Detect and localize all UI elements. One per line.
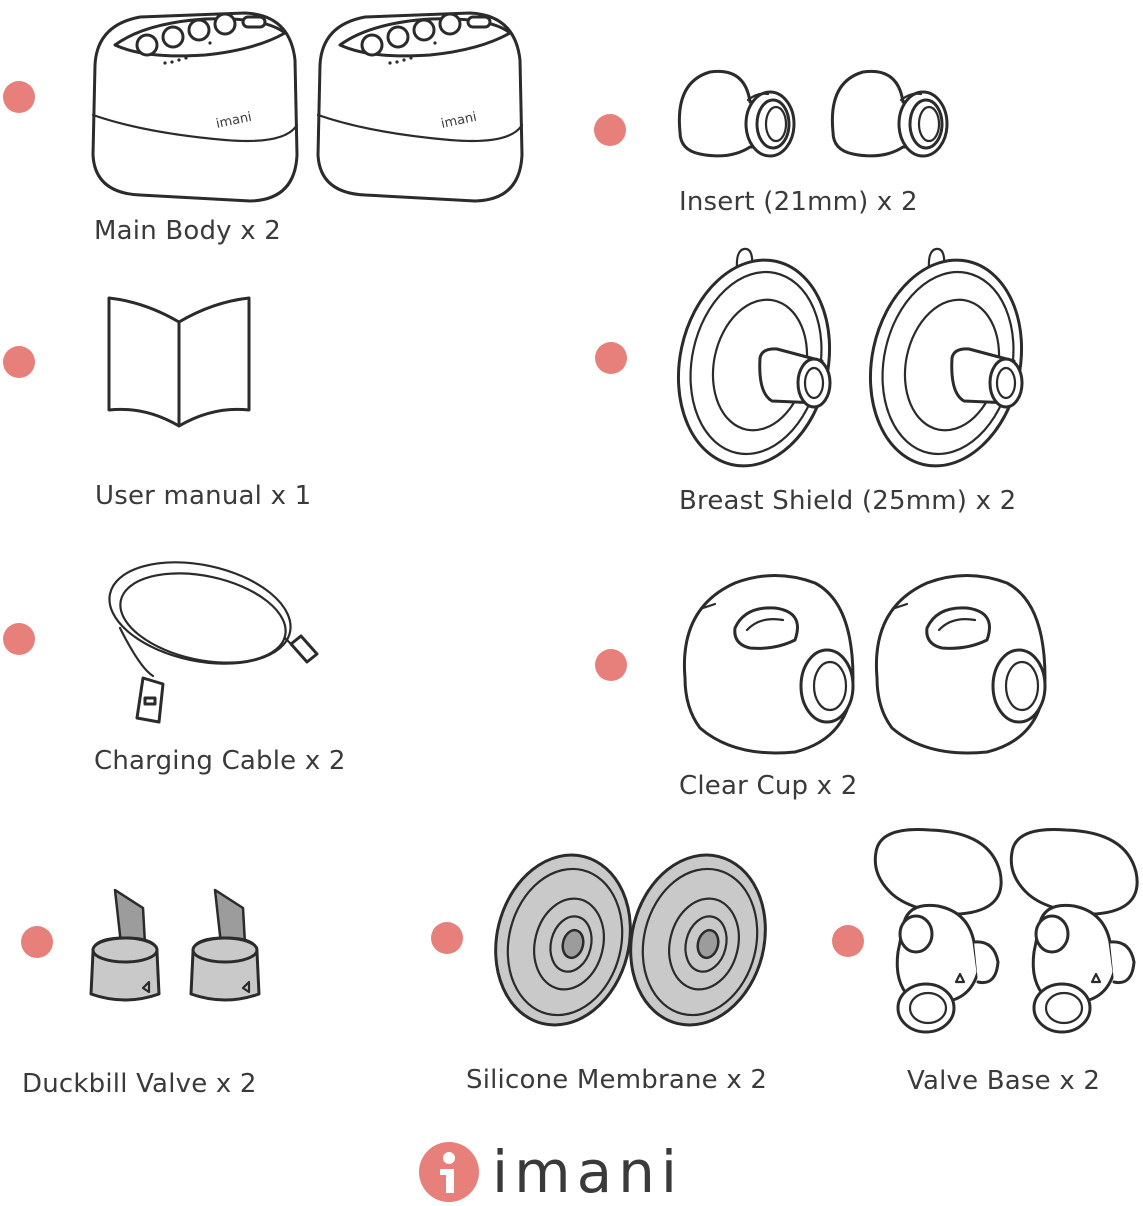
label-insert: Insert (21mm) x 2	[679, 187, 918, 217]
label-user-manual: User manual x 1	[95, 481, 312, 511]
bullet-valve-base	[832, 925, 864, 957]
bullet-main-body	[3, 81, 35, 113]
main-body-icon: imani imani	[91, 11, 524, 203]
charging-cable-icon	[108, 561, 319, 724]
silicone-membrane-icon	[494, 853, 767, 1027]
bullet-silicone-membrane	[431, 922, 463, 954]
breast-shield-icon	[676, 247, 1024, 468]
brand-logo: imani	[418, 1138, 683, 1206]
bullet-user-manual	[3, 346, 35, 378]
label-charging-cable: Charging Cable x 2	[94, 746, 346, 776]
label-breast-shield: Breast Shield (25mm) x 2	[679, 486, 1017, 516]
brand-wordmark: imani	[492, 1138, 684, 1206]
bullet-clear-cup	[595, 649, 627, 681]
svg-text:imani: imani	[440, 110, 478, 132]
valve-base-icon	[873, 827, 1139, 1034]
label-silicone-membrane: Silicone Membrane x 2	[466, 1065, 768, 1095]
bullet-charging-cable	[3, 623, 35, 655]
bullet-insert	[594, 114, 626, 146]
user-manual-icon	[107, 296, 251, 428]
clear-cup-icon	[682, 574, 1047, 755]
bullet-duckbill-valve	[21, 926, 53, 958]
label-valve-base: Valve Base x 2	[907, 1066, 1101, 1096]
duckbill-valve-icon	[89, 888, 261, 1002]
imani-logo-icon	[419, 1142, 479, 1202]
label-main-body: Main Body x 2	[94, 216, 282, 246]
label-duckbill-valve: Duckbill Valve x 2	[22, 1069, 257, 1099]
label-clear-cup: Clear Cup x 2	[679, 771, 858, 801]
bullet-breast-shield	[595, 342, 627, 374]
insert-icon	[677, 69, 949, 158]
svg-text:imani: imani	[215, 110, 253, 132]
